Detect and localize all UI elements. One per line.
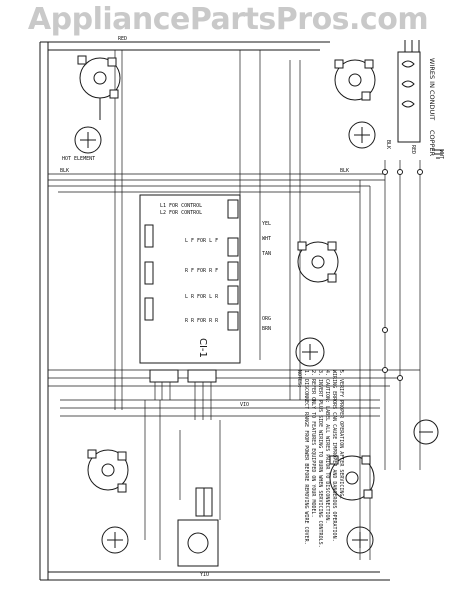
- switch-bottom-center: [195, 487, 213, 517]
- wire-bundle-horizontal: [48, 173, 420, 417]
- wire-label-tan: TAN: [262, 251, 271, 257]
- switch-middle-right: [297, 241, 339, 283]
- label-lf-relay: L F FOR L F: [185, 238, 218, 244]
- board-connectors: [149, 369, 217, 420]
- left-bus-lines: [39, 41, 390, 581]
- switch-bottom-right: [329, 455, 375, 501]
- ground-symbol: [432, 149, 444, 159]
- note-2: 2. REFER ONLY TO FEATURES EQUIPPED ON YO…: [310, 370, 316, 518]
- wire-label-red: RED: [118, 36, 127, 42]
- control-id: CI-1: [197, 338, 208, 358]
- control-board: L1 FOR CONTROL L2 FOR CONTROL L F FOR L …: [139, 194, 241, 364]
- conduit-label: WIRES IN CONDUIT: [428, 58, 436, 120]
- note-4: 4. CAUTION: LABEL ALL WIRES PRIOR TO DIS…: [324, 370, 330, 524]
- power-terminal-block: WIRES IN CONDUIT COPPER BLK RED WHT: [385, 40, 444, 159]
- element-far-right: [413, 419, 439, 445]
- switch-bottom-left: [87, 449, 129, 493]
- switch-top-right: [334, 59, 376, 101]
- element-bottom-center: [177, 519, 219, 567]
- label-rf-relay: R F FOR R F: [185, 268, 218, 274]
- conduit-blk-label: BLK: [385, 140, 391, 149]
- wire-label-yio: YIO: [200, 572, 209, 578]
- switch-top-left: [77, 55, 121, 120]
- note-1: 1. DISCONNECT RANGE FROM POWER BEFORE RE…: [303, 370, 309, 545]
- label-l2-control: L2 FOR CONTROL: [160, 210, 202, 216]
- element-bottom-right: [346, 526, 374, 554]
- wire-label-vio: VIO: [240, 402, 249, 408]
- bus-terminals: [382, 169, 423, 381]
- element-top-left-label: HOT ELEMENT: [62, 156, 95, 162]
- conduit-wht-label: WHT: [438, 150, 444, 159]
- wire-label-wht: WHT: [262, 236, 271, 242]
- notes-block: NOTES: 1. DISCONNECT RANGE FROM POWER BE…: [296, 370, 344, 548]
- wire-color-labels: BLK BLK RED YEL TAN ORG BRN WHT YIO VIO: [60, 36, 349, 578]
- copper-label: COPPER: [428, 130, 436, 157]
- notes-title: NOTES:: [296, 370, 302, 388]
- watermark: AppliancePartsPros.com: [27, 2, 429, 37]
- wire-label-yel: YEL: [262, 221, 271, 227]
- element-top-left: HOT ELEMENT: [62, 126, 102, 162]
- element-middle-right: [295, 337, 325, 367]
- element-top-right: [348, 121, 376, 149]
- label-rr-relay: R R FOR R R: [185, 318, 219, 324]
- wire-label-org: ORG: [262, 316, 271, 322]
- note-6: 5. VERIFY PROPER OPERATION AFTER SERVICI…: [338, 370, 344, 499]
- wire-label-blk: BLK: [60, 168, 69, 174]
- wire-label-brn: BRN: [262, 326, 271, 332]
- label-l1-control: L1 FOR CONTROL: [160, 203, 202, 209]
- wire-label-blk-2: BLK: [340, 168, 349, 174]
- label-lr-relay: L R FOR L R: [185, 294, 219, 300]
- conduit-red-label: RED: [410, 145, 416, 154]
- note-5: WIRING ERRORS CAN CAUSE IMPROPER AND DAN…: [331, 370, 337, 542]
- note-3: 3. INVERT PLUS SIDE WIRING TO BURN WHEN …: [317, 370, 323, 548]
- element-bottom-left: [101, 526, 129, 554]
